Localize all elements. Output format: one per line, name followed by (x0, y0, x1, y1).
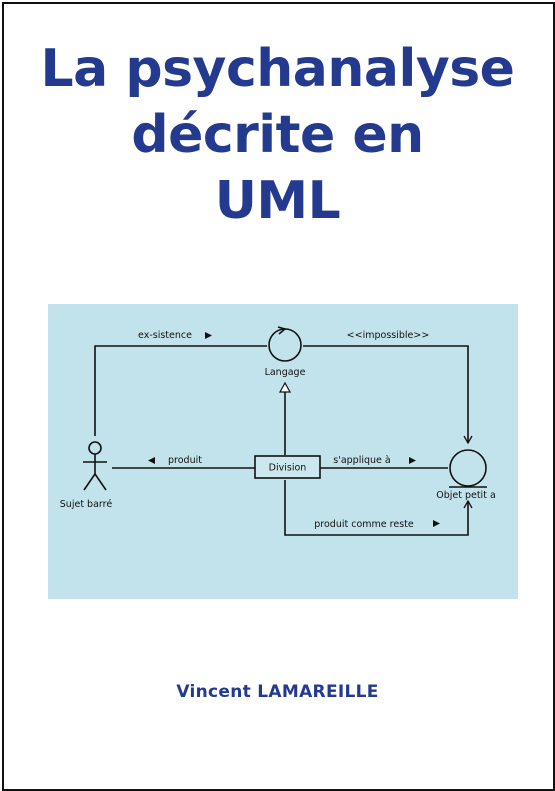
entity-label: Objet petit a (436, 490, 496, 501)
edge-exsistence-line (94, 345, 267, 436)
actor-stick-figure-icon (83, 441, 107, 491)
entity-icon (449, 449, 487, 488)
division-label: Division (269, 463, 307, 474)
uml-diagram: ex-sistence <<impossible>> Langage produ… (48, 304, 518, 599)
title-line-2: décrite en (131, 105, 424, 165)
edge-reste-label: produit comme reste (314, 519, 414, 530)
edge-exsistence-label: ex-sistence (138, 330, 192, 341)
actor-label: Sujet barré (60, 499, 113, 510)
book-title: La psychanalyse décrite en UML (0, 36, 555, 234)
edge-applique-label: s'applique à (333, 455, 390, 466)
edge-impossible-line (303, 345, 473, 445)
edge-produit-arrowhead (148, 457, 155, 464)
edge-reste-arrowhead (433, 520, 440, 527)
langage-control-icon (268, 328, 302, 362)
edge-exsistence-arrowhead (205, 332, 212, 339)
division-class-box (254, 455, 321, 479)
edge-produit-label: produit (168, 455, 202, 466)
generalization-arrowhead (278, 381, 292, 393)
uml-diagram-svg: ex-sistence <<impossible>> Langage produ… (60, 326, 496, 536)
edge-applique-arrowhead (409, 457, 416, 464)
title-line-3: UML (214, 171, 341, 231)
author-name: Vincent LAMAREILLE (176, 682, 379, 702)
title-line-1: La psychanalyse (40, 39, 515, 99)
edge-reste-line (284, 480, 473, 536)
langage-label: Langage (265, 367, 306, 378)
langage-control-arrow (277, 326, 287, 335)
edge-impossible-label: <<impossible>> (347, 330, 430, 341)
